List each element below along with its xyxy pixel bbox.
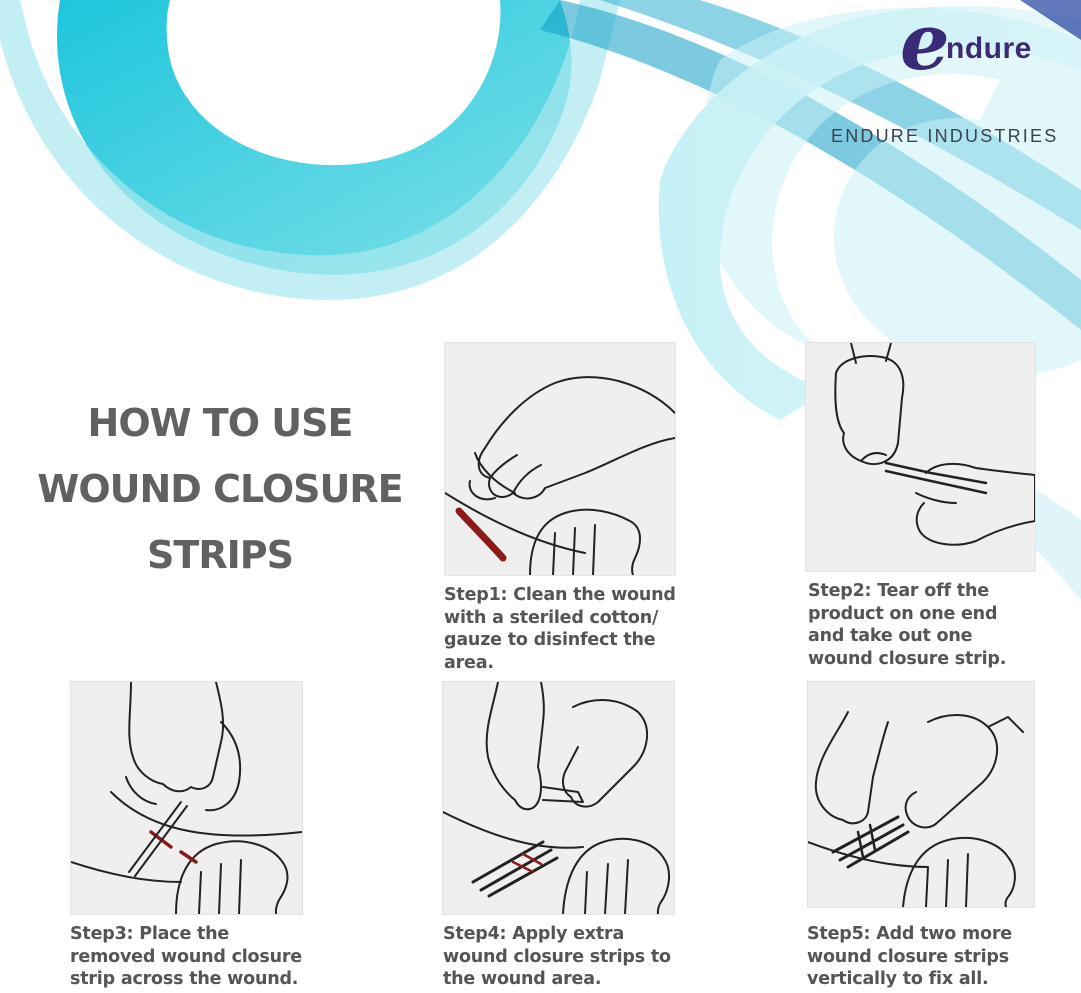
step4-text: Step4: Apply extra wound closure strips …	[443, 923, 693, 991]
step4-line: the wound area.	[443, 969, 602, 989]
step1-line: Step1: Clean the wound	[444, 585, 676, 605]
step3-line: removed wound closure	[70, 946, 302, 967]
step1-text: Step1: Clean the wound with a steriled c…	[444, 584, 684, 674]
step3-illustration	[70, 681, 303, 915]
step5-illustration	[807, 681, 1035, 908]
step4-line: wound closure strips to	[443, 946, 671, 967]
step3-text: Step3: Place the removed wound closure s…	[70, 923, 320, 991]
step2-line: product on one end	[808, 603, 998, 624]
title-line-1: HOW TO USE	[87, 401, 354, 445]
company-name: ENDURE INDUSTRIES	[831, 126, 1059, 146]
step1-illustration	[444, 342, 676, 576]
step4-illustration	[442, 681, 675, 915]
step1-line: area.	[444, 652, 494, 673]
step5-line: wound closure strips	[807, 946, 1009, 967]
step2-text: Step2: Tear off the product on one end a…	[808, 580, 1048, 670]
step2-line: and take out one	[808, 626, 973, 646]
step5-text: Step5: Add two more wound closure strips…	[807, 923, 1057, 991]
page-title: HOW TO USE WOUND CLOSURE STRIPS	[20, 390, 420, 588]
step3-line: Step3: Place the	[70, 924, 230, 944]
step5-line: Step5: Add two more	[807, 924, 1012, 944]
step1-line: gauze to disinfect the	[444, 630, 656, 650]
step2-line: wound closure strip.	[808, 648, 1007, 669]
step2-illustration	[805, 342, 1036, 572]
logo-name: ndure	[946, 32, 1032, 65]
brand-logo: e ndure	[900, 4, 1070, 112]
step2-line: Step2: Tear off the	[808, 581, 989, 601]
step1-line: with a steriled cotton/	[444, 607, 659, 628]
step5-line: vertically to fix all.	[807, 969, 989, 989]
title-line-2: WOUND CLOSURE	[37, 467, 403, 511]
title-line-3: STRIPS	[147, 533, 294, 577]
step3-line: strip across the wound.	[70, 969, 299, 989]
step4-line: Step4: Apply extra	[443, 924, 625, 944]
logo-letter: e	[900, 0, 950, 88]
